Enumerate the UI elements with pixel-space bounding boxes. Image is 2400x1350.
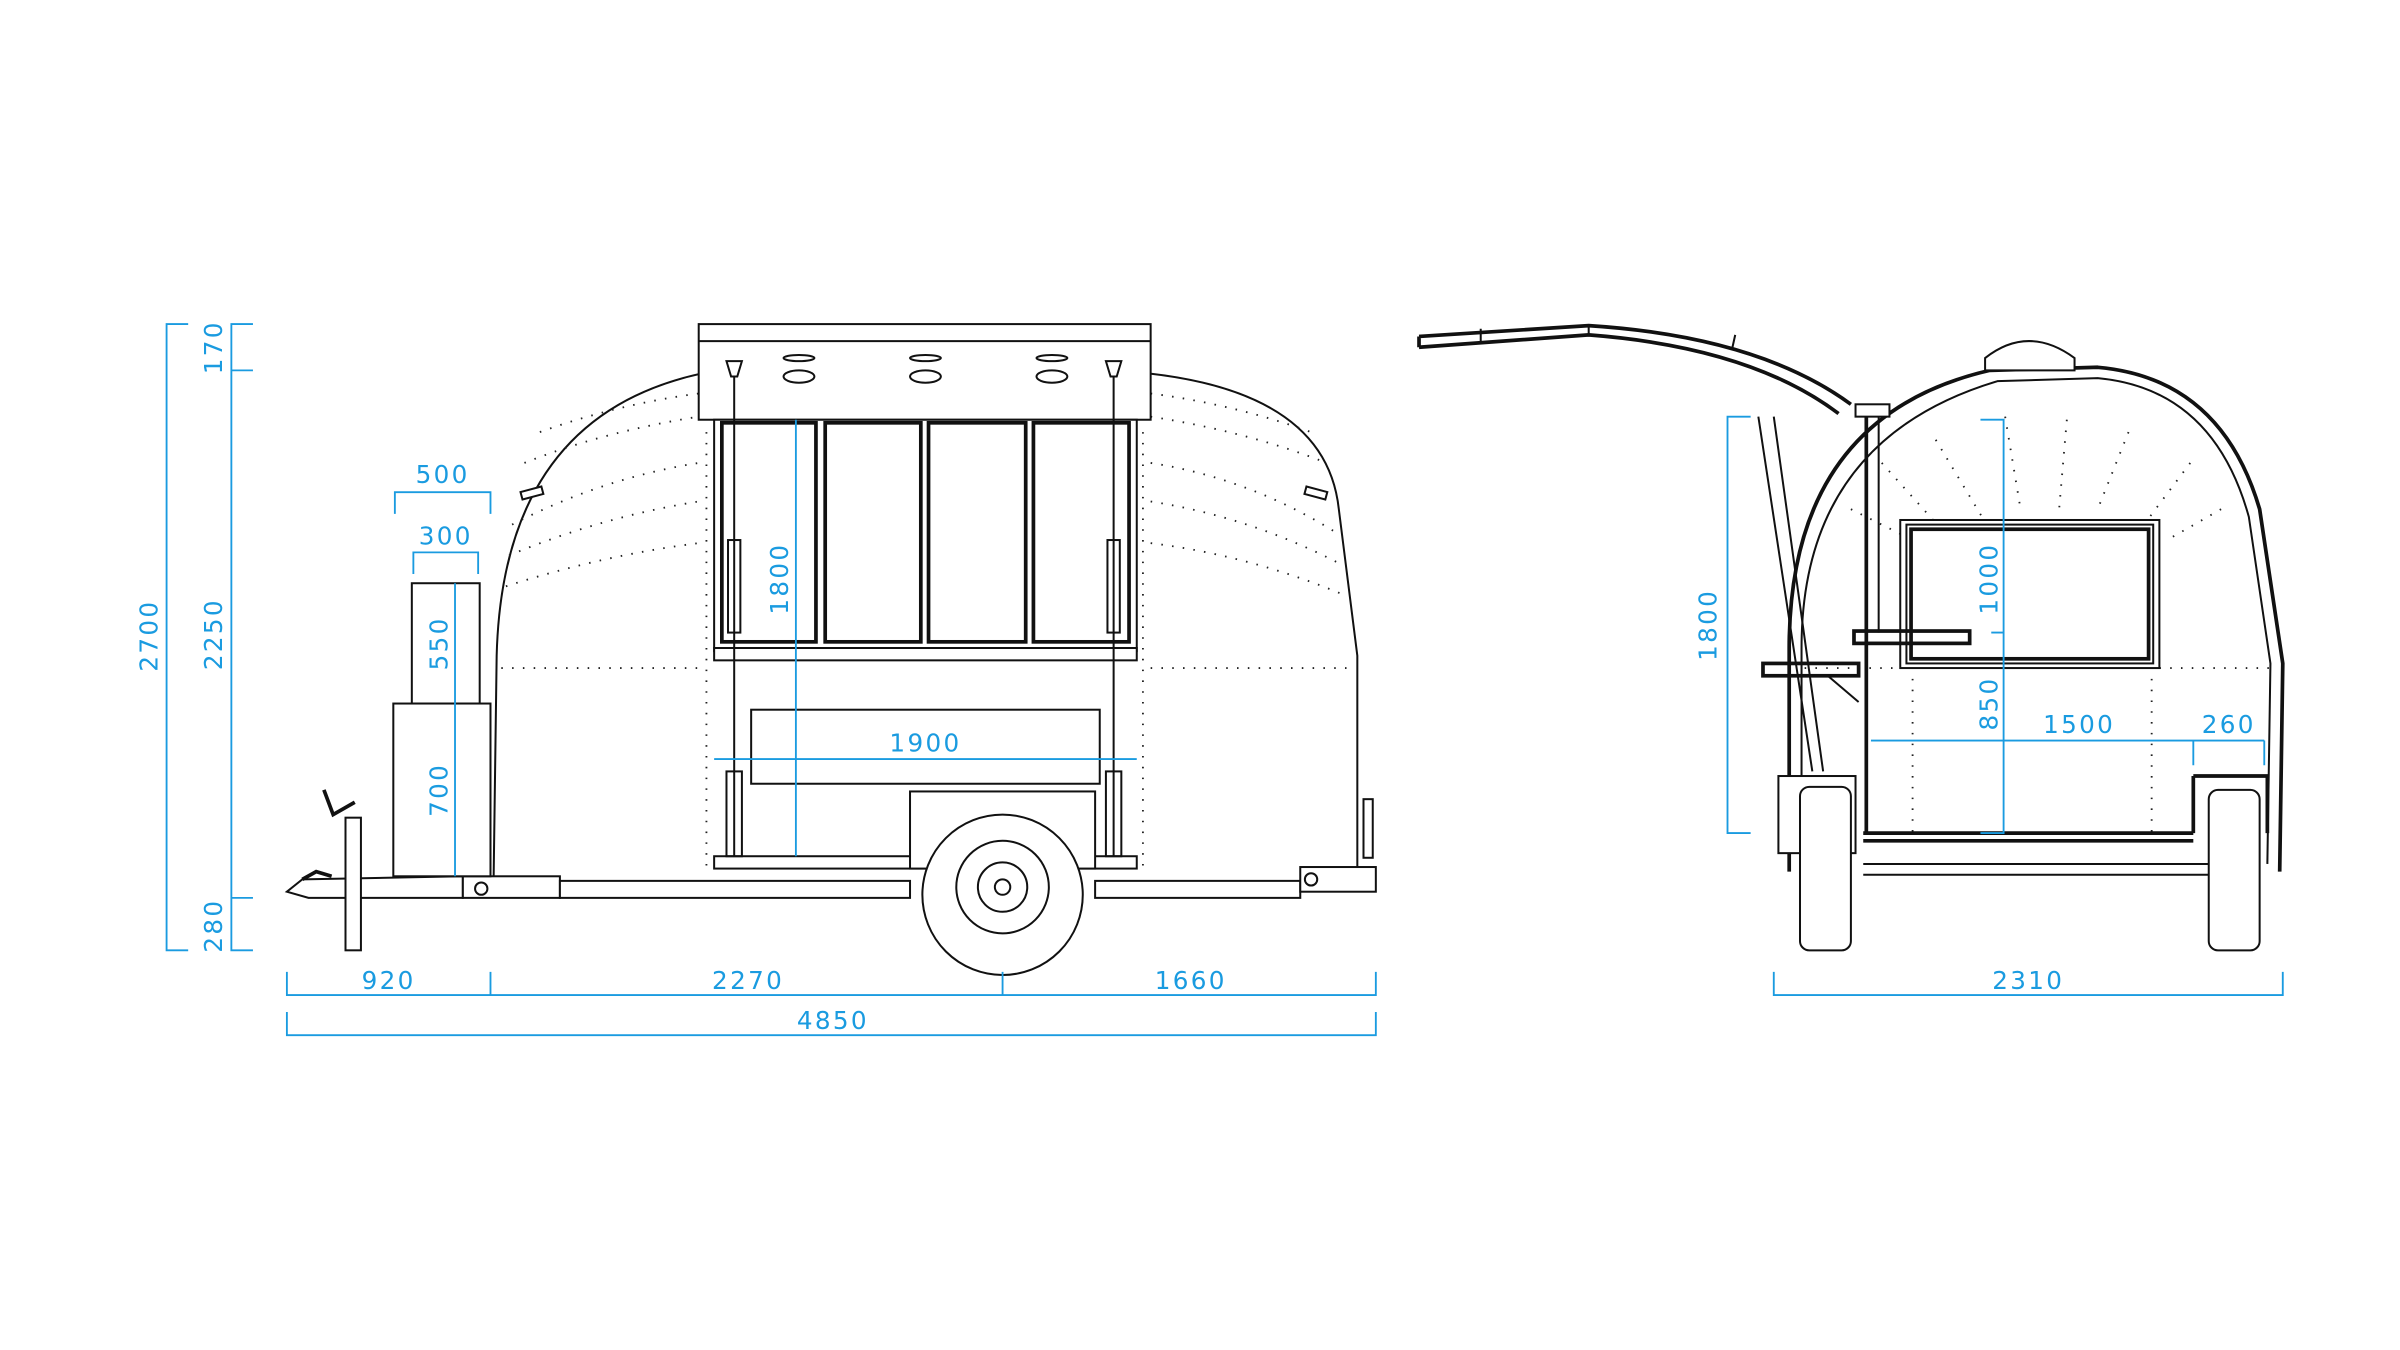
jockey-wheel-jack [344, 816, 362, 952]
side-view: 2700 170 2250 280 500 300 550 700 1800 1… [134, 320, 1377, 1037]
chassis [284, 789, 1377, 952]
serving-window [713, 418, 1138, 653]
dim-total-height: 2700 [134, 600, 163, 672]
awning [697, 323, 1152, 421]
struts [725, 360, 1123, 858]
dim-front-overhang: 920 [362, 966, 416, 995]
rear-window [1899, 518, 2161, 670]
side-wheel [921, 813, 1084, 977]
dim-total-width: 2310 [1992, 966, 2064, 995]
awning-lights [782, 353, 1069, 384]
dim-ground-clearance: 280 [199, 899, 228, 953]
dim-wheel-offset: 260 [2202, 710, 2256, 739]
dim-box-width-outer: 500 [416, 460, 470, 489]
open-rear-door [1417, 323, 1852, 416]
dim-interior-width: 1500 [2043, 710, 2115, 739]
dim-roof-height: 170 [199, 320, 228, 374]
rear-dimensions [1726, 415, 2284, 996]
rear-view: 1800 1000 850 1500 260 2310 [1417, 323, 2285, 996]
rear-wheel-right [2207, 788, 2261, 952]
dim-body-height: 2250 [199, 598, 228, 670]
gas-box-lower [392, 702, 492, 878]
dim-counter-width: 1900 [889, 728, 961, 757]
dim-door-height: 1800 [1694, 589, 1723, 661]
dim-box-upper-height: 550 [424, 616, 453, 670]
dim-counter-height: 850 [1974, 677, 2003, 731]
side-shelf [1761, 661, 1861, 678]
rear-body-shell [1787, 365, 2285, 872]
dim-window-height-rear: 1000 [1974, 543, 2003, 615]
dim-window-height: 1800 [765, 543, 794, 615]
rear-counter [1852, 629, 1972, 646]
gas-box-upper [410, 582, 481, 705]
dim-middle-length: 2270 [712, 966, 784, 995]
counter-panel [750, 708, 1101, 785]
rear-wheel-left [1798, 785, 1852, 952]
dim-rear-overhang: 1660 [1155, 966, 1227, 995]
dim-box-width-inner: 300 [419, 522, 473, 551]
dim-box-lower-height: 700 [424, 763, 453, 817]
dim-total-length: 4850 [797, 1006, 869, 1035]
side-dimensions [165, 323, 1377, 1037]
